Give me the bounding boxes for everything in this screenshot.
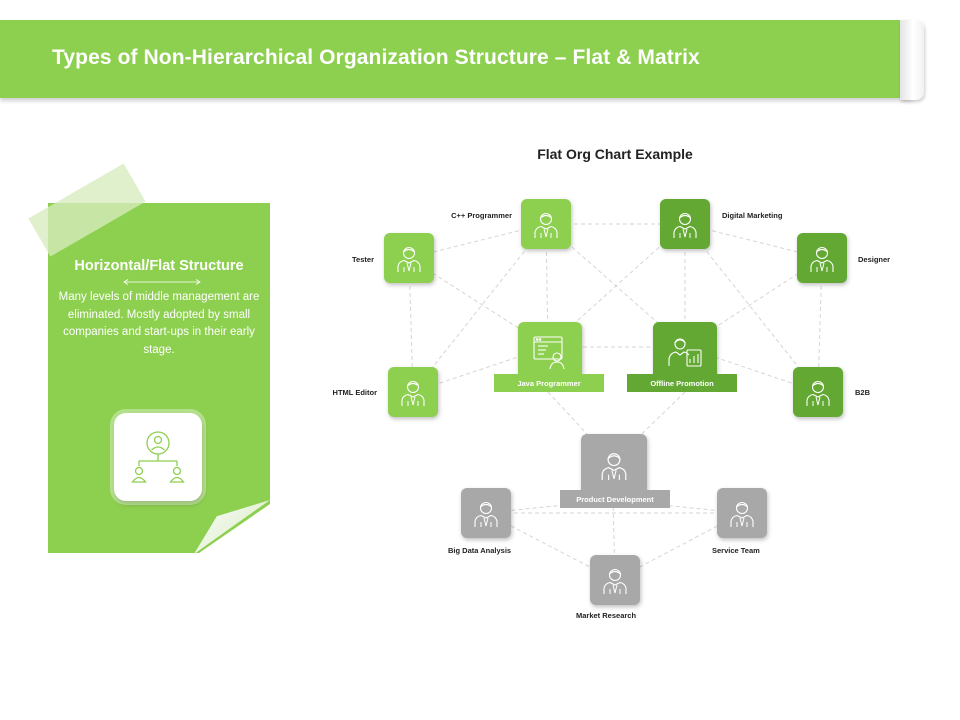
person-icon <box>730 501 754 527</box>
node-b2b <box>793 367 843 417</box>
diagram-title: Flat Org Chart Example <box>537 146 693 162</box>
label-cpp-programmer: C++ Programmer <box>451 211 512 220</box>
person-icon <box>673 212 697 238</box>
person-icon <box>603 568 627 594</box>
bar-offline-promotion: Offline Promotion <box>627 374 737 392</box>
label-big-data-analysis: Big Data Analysis <box>448 546 512 555</box>
label-tester: Tester <box>352 255 374 264</box>
header-banner: Types of Non-Hierarchical Organization S… <box>0 20 912 98</box>
node-product-development <box>581 434 647 496</box>
page-title: Types of Non-Hierarchical Organization S… <box>52 46 700 69</box>
person-icon <box>397 246 421 272</box>
label-designer: Designer <box>858 255 891 264</box>
person-icon <box>534 212 558 238</box>
label-market-research: Market Research <box>576 611 637 620</box>
node-digital-marketing <box>660 199 710 249</box>
bar-product-development: Product Development <box>560 490 670 508</box>
card-title: Horizontal/Flat Structure <box>74 258 244 274</box>
label-b2b: B2B <box>855 388 871 397</box>
node-java-programmer <box>518 322 582 382</box>
label-html-editor: HTML Editor <box>332 388 377 397</box>
node-service-team <box>717 488 767 538</box>
team-structure-icon <box>114 413 202 501</box>
node-cpp-programmer <box>521 199 571 249</box>
person-icon <box>474 501 498 527</box>
person-icon <box>401 380 425 406</box>
node-tester <box>384 233 434 283</box>
node-offline-promotion <box>653 322 717 382</box>
node-big-data-analysis <box>461 488 511 538</box>
bar-java-programmer: Java Programmer <box>494 374 604 392</box>
person-icon <box>806 380 830 406</box>
computer-programmer-icon <box>533 336 565 370</box>
card-description: Many levels of middle management are eli… <box>58 291 260 356</box>
presenter-chart-icon <box>668 338 702 367</box>
header-page-curl <box>900 20 924 100</box>
node-designer <box>797 233 847 283</box>
label-digital-marketing: Digital Marketing <box>722 211 783 220</box>
person-icon <box>810 246 834 272</box>
node-market-research <box>590 555 640 605</box>
label-service-team: Service Team <box>712 546 760 555</box>
person-icon <box>601 453 627 480</box>
node-html-editor <box>388 367 438 417</box>
double-arrow-icon <box>123 279 201 285</box>
